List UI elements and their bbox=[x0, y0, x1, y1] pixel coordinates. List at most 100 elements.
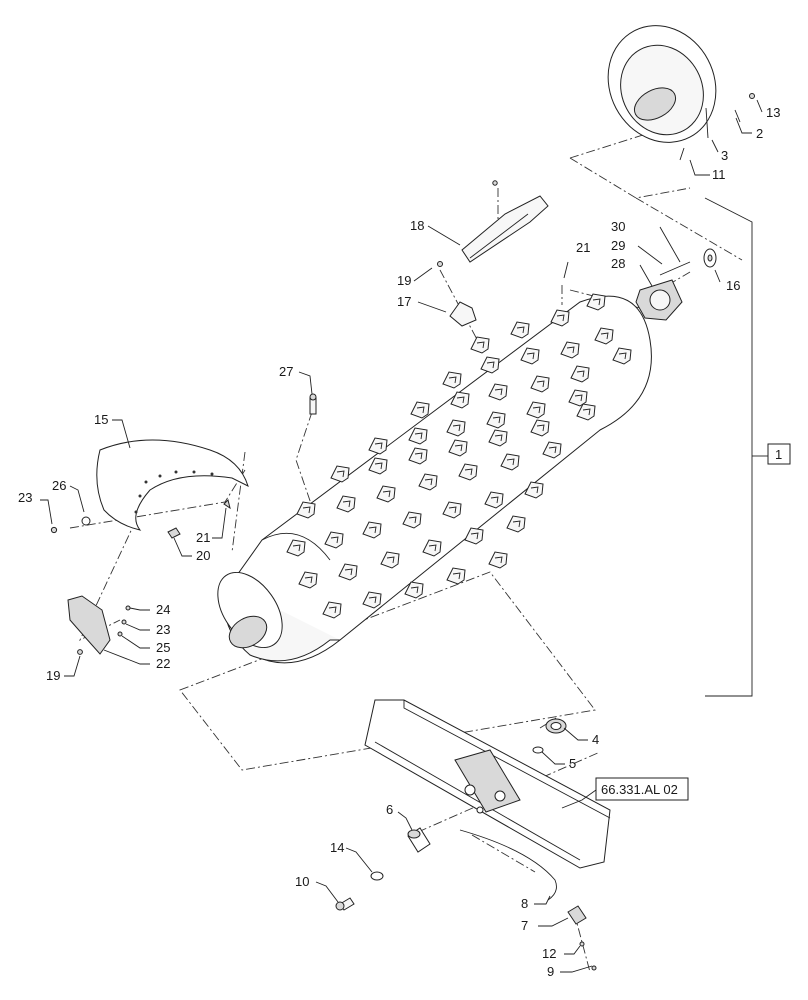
tooth-detail-icon bbox=[494, 434, 503, 442]
tooth-detail-icon bbox=[592, 298, 601, 306]
callout-14: 14 bbox=[330, 840, 344, 855]
tooth-detail-icon bbox=[486, 361, 495, 369]
tooth-icon bbox=[458, 463, 478, 481]
tooth-icon bbox=[322, 601, 342, 619]
flange-washer-4-5 bbox=[532, 718, 567, 754]
tooth-icon bbox=[488, 383, 508, 401]
tooth-detail-icon bbox=[490, 496, 499, 504]
callout-1-box bbox=[767, 443, 791, 465]
tooth-icon bbox=[368, 437, 388, 455]
tooth-icon bbox=[568, 389, 588, 407]
tooth-icon bbox=[450, 391, 470, 409]
callout-2: 2 bbox=[756, 126, 763, 141]
tooth-detail-icon bbox=[618, 352, 627, 360]
tooth-detail-icon bbox=[526, 352, 535, 360]
tooth-icon bbox=[368, 457, 388, 475]
reference-box[interactable] bbox=[595, 777, 689, 801]
tooth-icon bbox=[594, 327, 614, 345]
tooth-detail-icon bbox=[464, 468, 473, 476]
tooth-detail-icon bbox=[344, 568, 353, 576]
callout-12: 12 bbox=[542, 946, 556, 961]
callout-10: 10 bbox=[295, 874, 309, 889]
tooth-icon bbox=[542, 441, 562, 459]
tooth-detail-icon bbox=[342, 500, 351, 508]
tooth-icon bbox=[422, 539, 442, 557]
tooth-detail-icon bbox=[530, 486, 539, 494]
callout-1-text: 1 bbox=[775, 447, 782, 462]
callout-21-left: 21 bbox=[196, 530, 210, 545]
tooth-detail-icon bbox=[382, 490, 391, 498]
tooth-detail-icon bbox=[410, 586, 419, 594]
tooth-icon bbox=[286, 539, 306, 557]
tooth-icon bbox=[530, 375, 550, 393]
tooth-detail-icon bbox=[536, 424, 545, 432]
tooth-detail-icon bbox=[454, 444, 463, 452]
callout-8: 8 bbox=[521, 896, 528, 911]
tooth-detail-icon bbox=[476, 341, 485, 349]
callout-21-top: 21 bbox=[576, 240, 590, 255]
tooth-icon bbox=[484, 491, 504, 509]
tooth-detail-icon bbox=[424, 478, 433, 486]
tooth-detail-icon bbox=[336, 470, 345, 478]
rotor-drum bbox=[217, 293, 652, 664]
tooth-icon bbox=[402, 511, 422, 529]
tooth-detail-icon bbox=[374, 442, 383, 450]
tooth-detail-icon bbox=[448, 506, 457, 514]
tooth-detail-icon bbox=[368, 526, 377, 534]
tooth-icon bbox=[464, 527, 484, 545]
callout-19-top: 19 bbox=[397, 273, 411, 288]
tooth-icon bbox=[488, 429, 508, 447]
tooth-icon bbox=[526, 401, 546, 419]
tooth-detail-icon bbox=[448, 376, 457, 384]
tooth-icon bbox=[506, 515, 526, 533]
callout-5: 5 bbox=[569, 756, 576, 771]
tooth-icon bbox=[362, 521, 382, 539]
callout-27: 27 bbox=[279, 364, 293, 379]
washer-14 bbox=[370, 871, 384, 881]
tooth-detail-icon bbox=[386, 556, 395, 564]
callout-23-right: 23 bbox=[156, 622, 170, 637]
tooth-icon bbox=[338, 563, 358, 581]
reference-callout[interactable]: 66.331.AL 02 bbox=[595, 777, 689, 801]
tooth-detail-icon bbox=[566, 346, 575, 354]
tooth-icon bbox=[550, 309, 570, 327]
tooth-icon bbox=[530, 419, 550, 437]
tooth-detail-icon bbox=[428, 544, 437, 552]
callout-labels: 1 2 3 4 5 6 7 8 9 10 11 12 13 14 15 16 1… bbox=[18, 105, 791, 979]
callout-28: 28 bbox=[611, 256, 625, 271]
cable-8 bbox=[459, 829, 557, 901]
tooth-detail-icon bbox=[576, 370, 585, 378]
tooth-detail-icon bbox=[536, 380, 545, 388]
tooth-icon bbox=[520, 347, 540, 365]
bracket-part bbox=[67, 595, 131, 655]
callout-7: 7 bbox=[521, 918, 528, 933]
tooth-icon bbox=[448, 439, 468, 457]
callout-22: 22 bbox=[156, 656, 170, 671]
tooth-icon bbox=[480, 356, 500, 374]
tooth-detail-icon bbox=[368, 596, 377, 604]
tooth-detail-icon bbox=[512, 520, 521, 528]
tooth-icon bbox=[442, 501, 462, 519]
tooth-detail-icon bbox=[516, 326, 525, 334]
tooth-icon bbox=[586, 293, 606, 311]
callout-26: 26 bbox=[52, 478, 66, 493]
bolt-10 bbox=[335, 897, 355, 911]
tooth-detail-icon bbox=[470, 532, 479, 540]
tooth-detail-icon bbox=[494, 388, 503, 396]
spacer-6 bbox=[407, 827, 431, 853]
reference-label[interactable]: 66.331.AL 02 bbox=[601, 782, 678, 797]
callout-leaders bbox=[40, 99, 763, 973]
tooth-part bbox=[437, 261, 477, 327]
tooth-detail-icon bbox=[416, 406, 425, 414]
support-frame-part bbox=[364, 699, 611, 869]
tooth-icon bbox=[324, 531, 344, 549]
tooth-detail-icon bbox=[600, 332, 609, 340]
callout-23-left: 23 bbox=[18, 490, 32, 505]
tooth-detail-icon bbox=[414, 452, 423, 460]
tooth-detail-icon bbox=[574, 394, 583, 402]
drum-teeth bbox=[286, 293, 632, 619]
callout-9: 9 bbox=[547, 964, 554, 979]
callout-29: 29 bbox=[611, 238, 625, 253]
tooth-detail-icon bbox=[492, 416, 501, 424]
tooth-detail-icon bbox=[328, 606, 337, 614]
